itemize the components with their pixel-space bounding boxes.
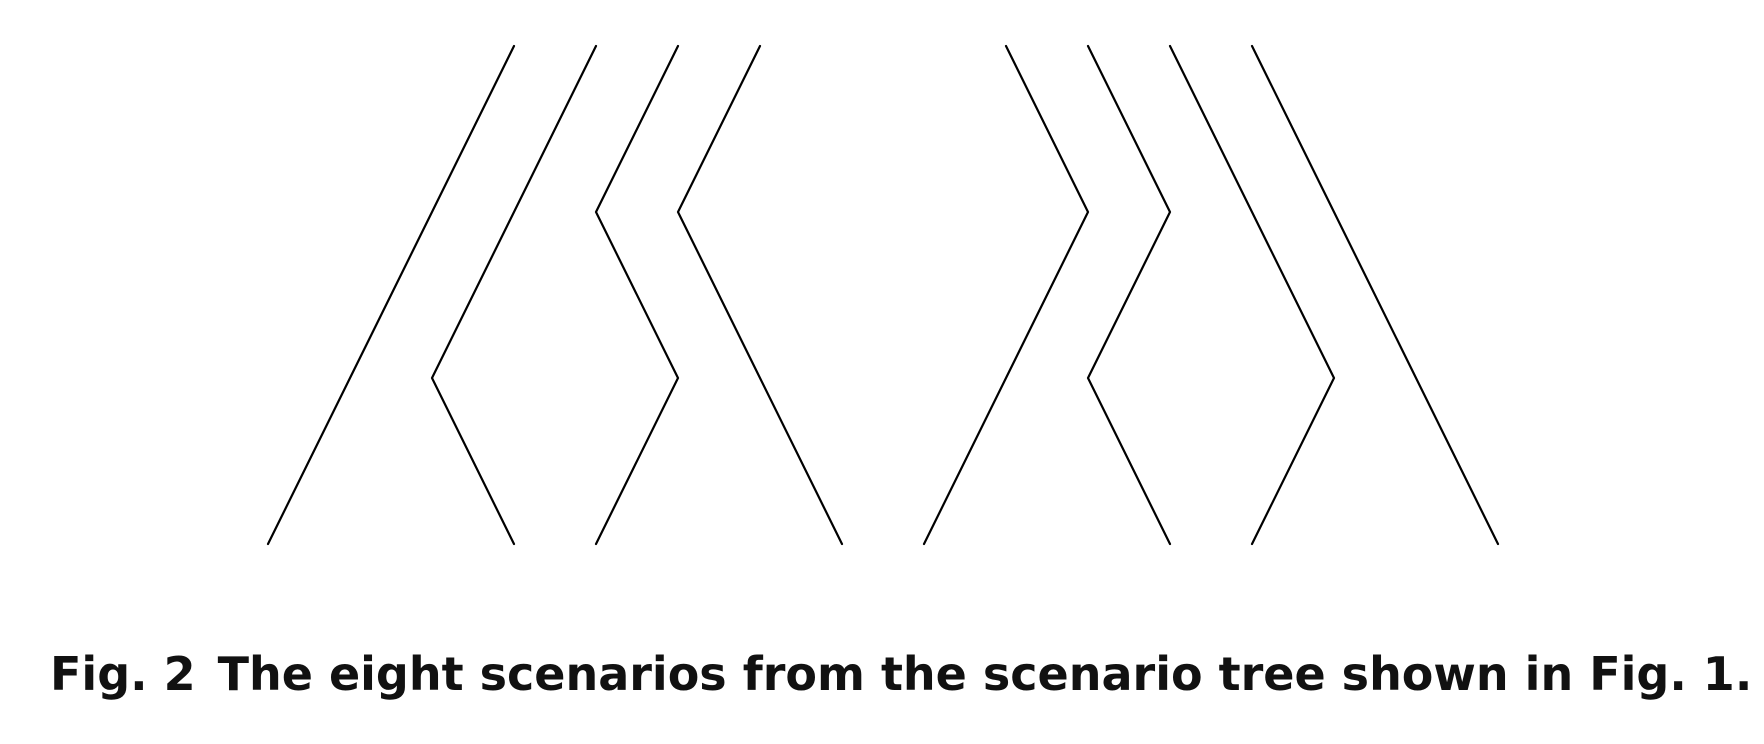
scenario-path-5 <box>922 44 1090 546</box>
scenario-path-1 <box>266 44 516 546</box>
scenario-path-3 <box>594 44 680 546</box>
caption-text: The eight scenarios from the scenario tr… <box>217 647 1753 701</box>
scenario-path-7 <box>1168 44 1336 546</box>
scenario-path-2 <box>430 44 598 546</box>
scenario-paths <box>266 44 1500 546</box>
scenario-path-4 <box>676 44 844 546</box>
scenario-path-6 <box>1086 44 1172 546</box>
scenario-path-8 <box>1250 44 1500 546</box>
figure-label: Fig. 2 <box>50 647 196 701</box>
